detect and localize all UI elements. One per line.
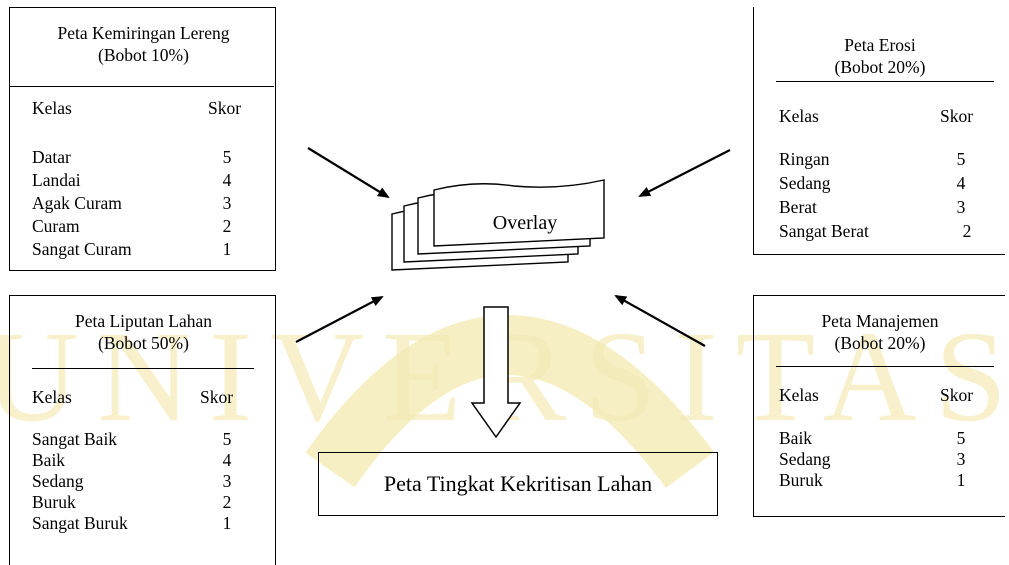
title-divider — [776, 81, 994, 82]
row-skor: 2 — [222, 492, 232, 512]
row-skor: 4 — [222, 170, 232, 190]
row-skor: 1 — [222, 239, 232, 259]
row-kelas: Datar — [32, 147, 71, 167]
box-title: Peta Liputan Lahan (Bobot 50%) — [10, 310, 277, 354]
arrow-from-manajemen — [614, 295, 706, 347]
row-kelas: Baik — [32, 450, 66, 470]
row-kelas: Ringan — [779, 149, 830, 169]
row-kelas: Agak Curam — [32, 193, 122, 213]
row-kelas: Baik — [779, 428, 813, 448]
header-kelas: Kelas — [32, 387, 72, 407]
row-kelas: Sedang — [32, 471, 84, 491]
row-skor: 1 — [956, 470, 966, 490]
row-skor: 2 — [962, 221, 972, 241]
box-title-weight: (Bobot 20%) — [834, 57, 926, 77]
box-title: Peta Kemiringan Lereng (Bobot 10%) — [10, 22, 277, 66]
title-divider — [32, 368, 254, 369]
row-kelas: Berat — [779, 197, 817, 217]
arrow-from-kemiringan — [307, 147, 390, 199]
arrow-from-liputan — [295, 296, 384, 343]
box-title: Peta Erosi (Bobot 20%) — [754, 34, 1006, 78]
arrow-from-erosi — [638, 149, 731, 197]
row-kelas: Sangat Berat — [779, 221, 869, 241]
box-title-weight: (Bobot 20%) — [834, 333, 926, 353]
row-kelas: Buruk — [779, 470, 823, 490]
row-kelas: Landai — [32, 170, 81, 190]
row-kelas: Sangat Baik — [32, 429, 118, 449]
header-skor: Skor — [940, 106, 974, 126]
box-title-name: Peta Manajemen — [821, 311, 939, 331]
header-kelas: Kelas — [32, 98, 72, 118]
row-kelas: Buruk — [32, 492, 76, 512]
box-title-weight: (Bobot 50%) — [98, 333, 189, 353]
row-skor: 3 — [956, 449, 966, 469]
header-skor: Skor — [940, 385, 974, 405]
box-kemiringan-lereng: Peta Kemiringan Lereng (Bobot 10%) Kelas… — [9, 7, 276, 271]
overlay-stack — [391, 179, 605, 271]
row-skor: 5 — [222, 147, 232, 167]
row-kelas: Sangat Buruk — [32, 513, 128, 533]
box-manajemen: Peta Manajemen (Bobot 20%) Kelas Skor Ba… — [753, 295, 1005, 517]
header-skor: Skor — [208, 98, 242, 118]
box-title-weight: (Bobot 10%) — [98, 45, 189, 65]
result-label: Peta Tingkat Kekritisan Lahan — [383, 471, 653, 496]
row-skor: 5 — [222, 429, 232, 449]
header-skor: Skor — [200, 387, 234, 407]
row-skor: 5 — [956, 428, 966, 448]
row-skor: 4 — [956, 173, 966, 193]
row-skor: 3 — [222, 193, 232, 213]
row-kelas: Sedang — [779, 449, 831, 469]
row-skor: 5 — [956, 149, 966, 169]
box-erosi: Peta Erosi (Bobot 20%) Kelas Skor Ringan… — [753, 7, 1005, 255]
header-kelas: Kelas — [779, 385, 819, 405]
box-title-name: Peta Erosi — [844, 35, 916, 55]
row-kelas: Sedang — [779, 173, 831, 193]
row-skor: 3 — [956, 197, 966, 217]
title-divider — [10, 86, 274, 87]
box-title-name: Peta Liputan Lahan — [74, 311, 213, 331]
row-kelas: Sangat Curam — [32, 239, 132, 259]
row-skor: 4 — [222, 450, 232, 470]
row-skor: 2 — [222, 216, 232, 236]
overlay-label: Overlay — [492, 212, 558, 234]
row-skor: 1 — [222, 513, 232, 533]
row-skor: 3 — [222, 471, 232, 491]
box-title-name: Peta Kemiringan Lereng — [57, 23, 230, 43]
header-kelas: Kelas — [779, 106, 819, 126]
box-liputan-lahan: Peta Liputan Lahan (Bobot 50%) Kelas Sko… — [9, 295, 276, 565]
box-title: Peta Manajemen (Bobot 20%) — [754, 310, 1006, 354]
title-divider — [776, 366, 994, 367]
result-box: Peta Tingkat Kekritisan Lahan — [318, 452, 718, 516]
row-kelas: Curam — [32, 216, 80, 236]
down-arrow — [470, 306, 522, 439]
